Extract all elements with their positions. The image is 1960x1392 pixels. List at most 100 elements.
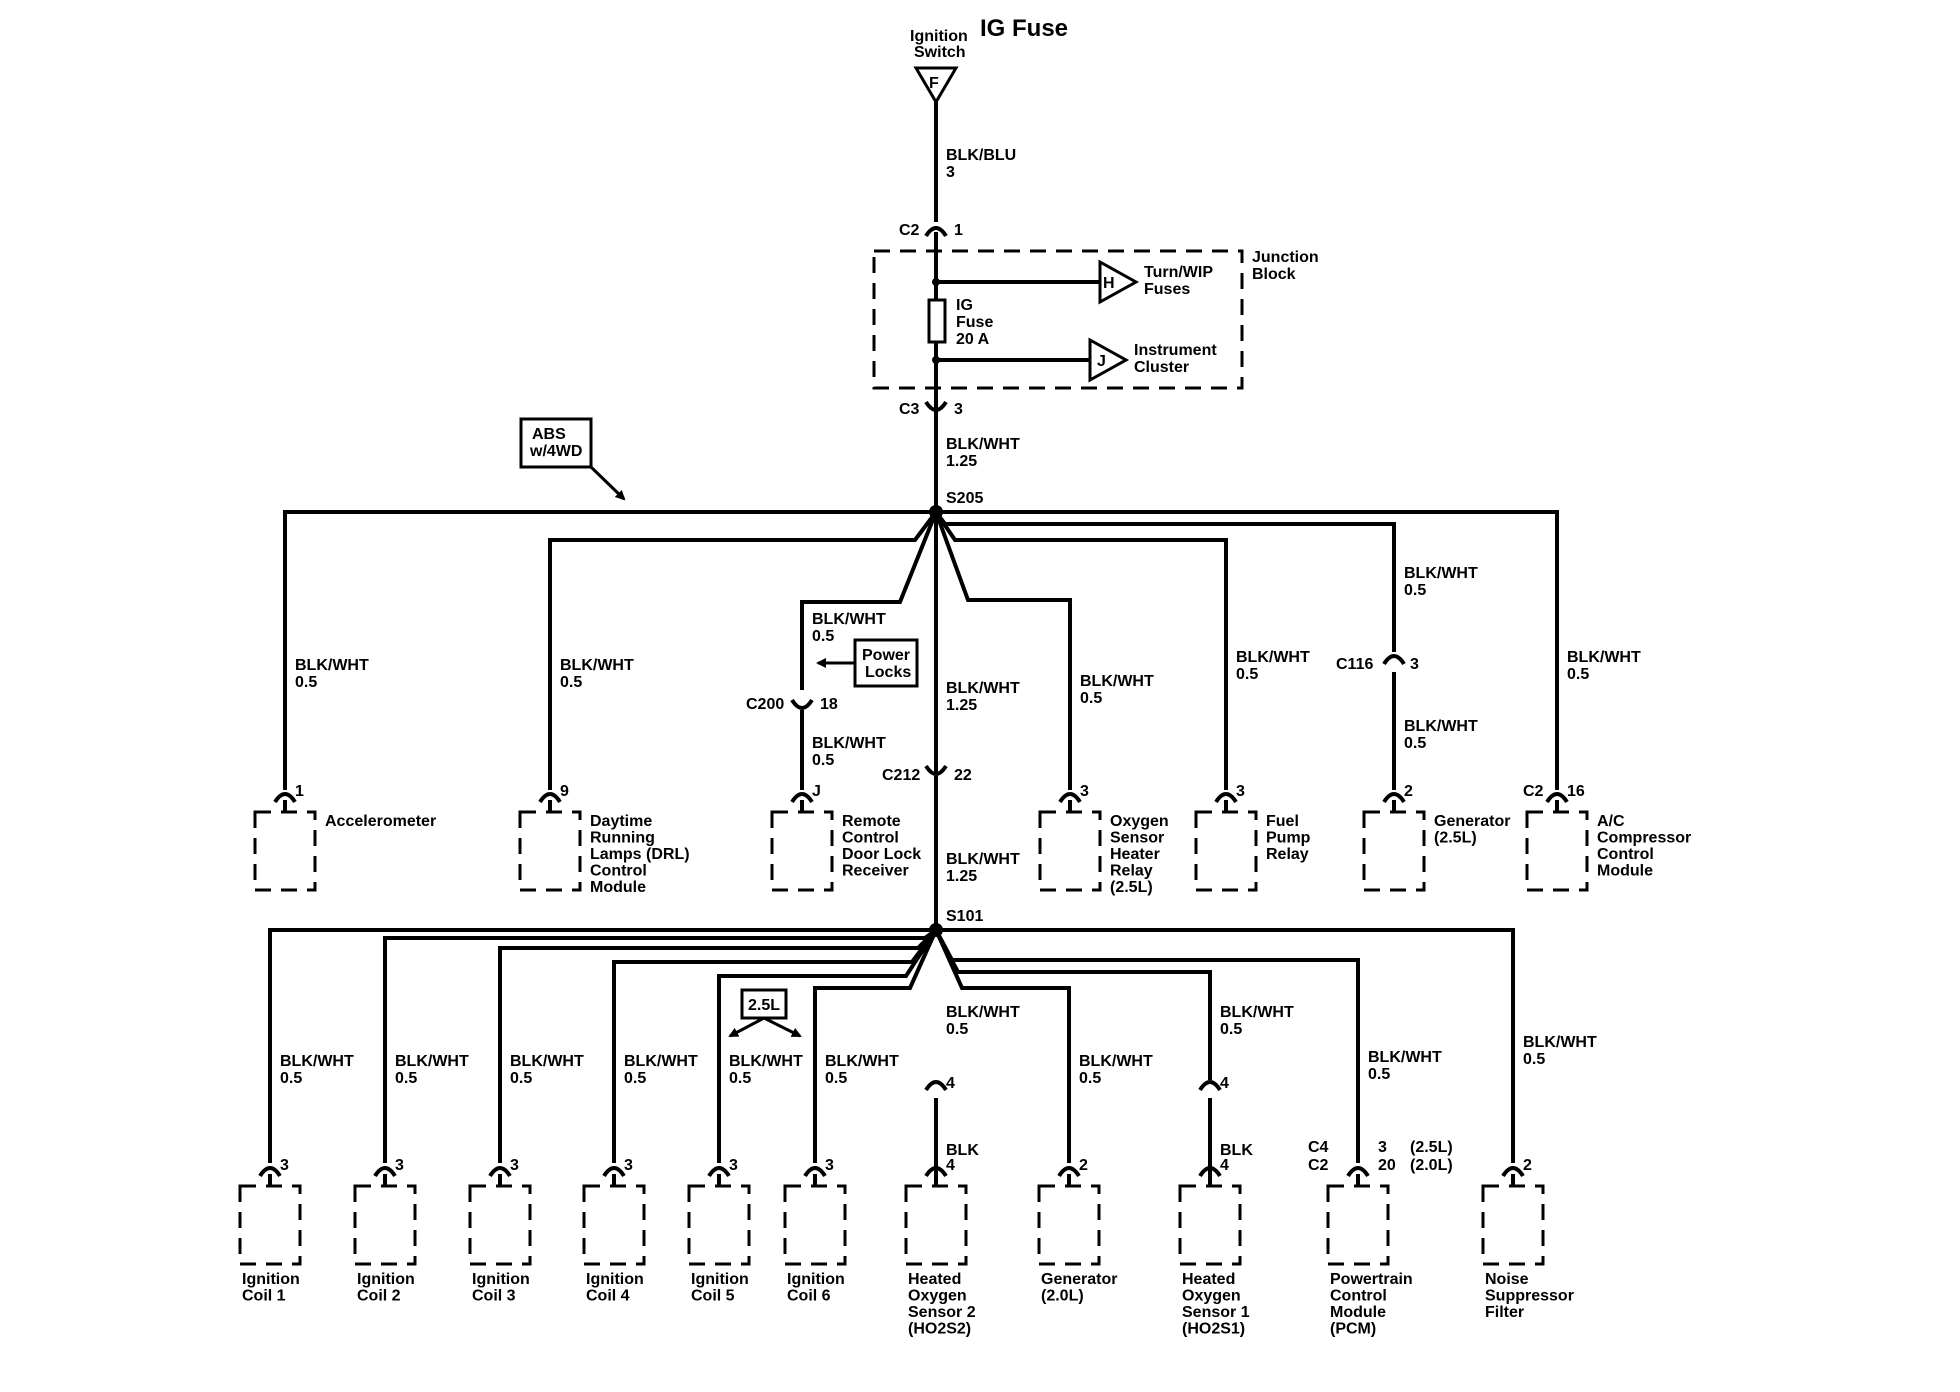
wire-ignition-coil-4 (612, 928, 938, 1163)
diagram-title: IG Fuse (980, 15, 1068, 42)
pcm-wire-color: BLK/WHT (1368, 1049, 1442, 1066)
oxygen-heater-relay-label-line-5: (2.5L) (1110, 879, 1153, 896)
ho2s2-wire-size: 0.5 (946, 1021, 968, 1038)
fuel-pump-relay-label-line-3: Relay (1266, 846, 1309, 863)
output-j-label-line-1: Instrument (1134, 342, 1217, 359)
source-connector-triangle (913, 66, 959, 105)
ignition-coil-2-label-line-1: Ignition (357, 1271, 415, 1288)
ignition-coil-1-pin: 3 (280, 1157, 289, 1174)
door-lock-receiver-component-outline (770, 810, 834, 892)
oxygen-heater-relay-label-line-4: Relay (1110, 863, 1153, 880)
drl-module-component-outline (518, 810, 582, 892)
drl-wire-color: BLK/WHT (560, 657, 634, 674)
center-wire-lower-color: BLK/WHT (946, 851, 1020, 868)
oxygen-heater-relay-label-line-2: Sensor (1110, 830, 1164, 847)
ignition-coil-3-label-line-2: Coil 3 (472, 1288, 516, 1305)
door-lock-receiver-connector-symbol (790, 792, 814, 804)
engine-note-box (740, 988, 788, 1020)
wire-drl-module (548, 510, 938, 790)
pcm-pin-row-2-engine: (2.0L) (1410, 1157, 1453, 1174)
junction-block-label-line-1: Junction (1252, 249, 1319, 266)
oxygen-heater-relay-label-line-1: Oxygen (1110, 813, 1169, 830)
ho2s2-wire2-color: BLK (946, 1142, 979, 1159)
generator-25l-label-line-2: (2.5L) (1434, 830, 1477, 847)
c116-symbol (1382, 654, 1406, 666)
fuel-pump-relay-component-outline (1194, 810, 1258, 892)
c116-pin: 3 (1410, 656, 1419, 673)
center-wire-upper-size: 1.25 (946, 697, 977, 714)
drl-module-label-line-1: Daytime (590, 813, 652, 830)
generator-25-wire-size: 0.5 (1404, 582, 1426, 599)
pcm-label-line-4: (PCM) (1330, 1321, 1376, 1338)
junction-block: Junction Block C2 1 H Turn/WIP Fuses IG … (872, 222, 1319, 418)
ho2s1-inline-connector (1198, 1080, 1222, 1092)
ho2s2-pin: 4 (946, 1157, 955, 1174)
ho2s2-inline-connector (924, 1080, 948, 1092)
fuse-label-line-2: Fuse (956, 314, 993, 331)
wire-pcm (934, 929, 1360, 1163)
ignition-coil-3-pin: 3 (510, 1157, 519, 1174)
main-wire-color: BLK/WHT (946, 436, 1020, 453)
c2-connector-name: C2 (899, 222, 920, 239)
generator-25l-pin: 2 (1404, 783, 1413, 800)
pcm-wire-size: 0.5 (1368, 1066, 1390, 1083)
accelerometer-wire-size: 0.5 (295, 674, 317, 691)
ho2s1-label-line-3: Sensor 1 (1182, 1304, 1250, 1321)
c3-connector-symbol (924, 400, 948, 412)
source-label-line-1: Ignition (910, 28, 968, 45)
output-j-letter: J (1097, 353, 1106, 370)
accelerometer-label-line-1: Accelerometer (325, 813, 436, 830)
output-h-label-line-2: Fuses (1144, 281, 1190, 298)
pcm-pin-row-1-pin: 3 (1378, 1139, 1387, 1156)
generator-25-wire2-size: 0.5 (1404, 735, 1426, 752)
ho2s2-component-outline (904, 1184, 968, 1266)
fuel-pump-wire-size: 0.5 (1236, 666, 1258, 683)
ignition-coil-1-label-line-1: Ignition (242, 1271, 300, 1288)
generator-20l-label-line-1: Generator (1041, 1271, 1117, 1288)
center-wire-lower-size: 1.25 (946, 868, 977, 885)
ignition-coil-6-component-outline (783, 1184, 847, 1266)
ac-compressor-module-pin: 16 (1567, 783, 1585, 800)
feed-wire-size: 3 (946, 164, 955, 181)
accelerometer-wire-color: BLK/WHT (295, 657, 369, 674)
fuse-label-line-1: IG (956, 297, 973, 314)
abs-note-line-1: ABS (532, 426, 566, 443)
ignition-coil-5-connector-symbol (707, 1166, 731, 1178)
engine-note-arrow-left (728, 1016, 765, 1038)
ignition-coil-3-wire-color: BLK/WHT (510, 1053, 584, 1070)
ignition-coil-6-pin: 3 (825, 1157, 834, 1174)
ignition-coil-6-label-line-1: Ignition (787, 1271, 845, 1288)
oxygen-heater-relay-component-outline (1038, 810, 1102, 892)
ignition-coil-1-connector-symbol (258, 1166, 282, 1178)
c3-connector-name: C3 (899, 401, 920, 418)
wire-oxygen-relay (934, 511, 1072, 790)
ignition-coil-2-pin: 3 (395, 1157, 404, 1174)
power-locks-line-2: Locks (865, 664, 911, 681)
ignition-coil-5-wire-color: BLK/WHT (729, 1053, 803, 1070)
ho2s1-wire-color: BLK/WHT (1220, 1004, 1294, 1021)
ho2s1-label-line-4: (HO2S1) (1182, 1321, 1245, 1338)
ac-compressor-module-label-line-2: Compressor (1597, 830, 1691, 847)
pcm-connector-symbol (1346, 1166, 1370, 1178)
c212-name: C212 (882, 767, 920, 784)
ignition-coil-3-wire-size: 0.5 (510, 1070, 532, 1087)
ig-fuse-symbol (927, 298, 947, 344)
generator-20l-connector-symbol (1057, 1166, 1081, 1178)
ignition-coil-4-connector-symbol (602, 1166, 626, 1178)
drl-module-pin: 9 (560, 783, 569, 800)
ho2s1-inline-pin: 4 (1220, 1075, 1229, 1092)
pcm-label-line-1: Powertrain (1330, 1271, 1413, 1288)
door-lock-wire2-color: BLK/WHT (812, 735, 886, 752)
c212-connector: C212 22 (882, 764, 972, 784)
output-h-letter: H (1103, 275, 1115, 292)
generator-25l-component-outline (1362, 810, 1426, 892)
